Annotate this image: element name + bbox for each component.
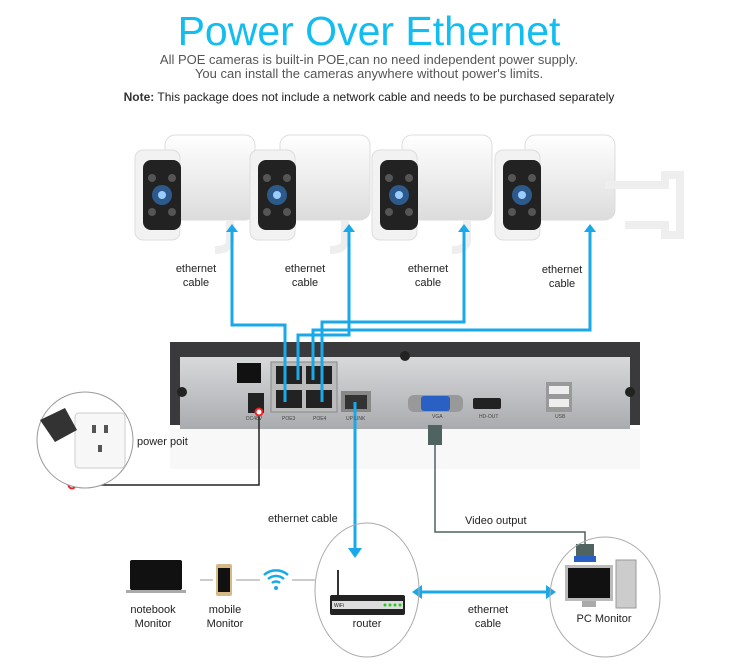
poe4-port[interactable] xyxy=(306,390,332,408)
power-label: power poit xyxy=(137,436,188,448)
page-title: Power Over Ethernet xyxy=(177,8,561,54)
cable-arrows xyxy=(226,224,596,599)
uplink-cable-label: ethernet cable xyxy=(268,513,338,525)
camera-cable-1 xyxy=(230,232,287,402)
camera-2 xyxy=(249,134,371,254)
power-switch[interactable] xyxy=(237,363,261,383)
power-adapter-outlet xyxy=(36,391,134,489)
camera-1 xyxy=(134,134,256,254)
hdmi-port[interactable] xyxy=(473,398,501,409)
subtitle-line-1: All POE cameras is built-in POE,can no n… xyxy=(159,52,579,67)
pc-monitor-label: PC Monitor xyxy=(576,613,632,625)
nvr-recorder xyxy=(170,342,640,469)
usb-port-label: USB xyxy=(555,414,566,420)
camera-4 xyxy=(494,134,684,241)
poe2-port[interactable] xyxy=(306,366,332,384)
poe4-port-label: POE4 xyxy=(313,416,327,422)
note: Note: This package does not include a ne… xyxy=(0,90,738,104)
camera-cables xyxy=(230,232,592,594)
pc-circle xyxy=(549,536,661,658)
poe1-port[interactable] xyxy=(276,366,302,384)
poe3-port-label: POE3 xyxy=(282,416,296,422)
router-badge: WiFi xyxy=(334,603,344,609)
subtitle-line-2: You can install the cameras anywhere wit… xyxy=(194,66,544,81)
pc-icon xyxy=(565,559,637,609)
router-circle xyxy=(314,522,420,658)
note-text: This package does not include a network … xyxy=(154,90,615,104)
mobile-icon xyxy=(216,564,232,596)
poe3-port[interactable] xyxy=(276,390,302,408)
uplink-port-label: UP LINK xyxy=(346,416,366,422)
vga-port-label: VGA xyxy=(432,414,443,420)
notebook-icon xyxy=(126,560,186,593)
vga-plug xyxy=(428,425,442,445)
wifi-icon xyxy=(263,569,289,590)
note-label: Note: xyxy=(123,90,155,104)
video-output-label: Video output xyxy=(465,515,527,527)
camera-cable-3 xyxy=(320,232,466,402)
router-label: router xyxy=(352,618,382,630)
router-icon: WiFi xyxy=(330,570,405,615)
camera-cable-4 xyxy=(311,232,592,380)
dc-port-label: DC48V xyxy=(246,416,263,422)
hdmi-port-label: HD-OUT xyxy=(479,414,499,420)
camera-3 xyxy=(371,134,493,254)
